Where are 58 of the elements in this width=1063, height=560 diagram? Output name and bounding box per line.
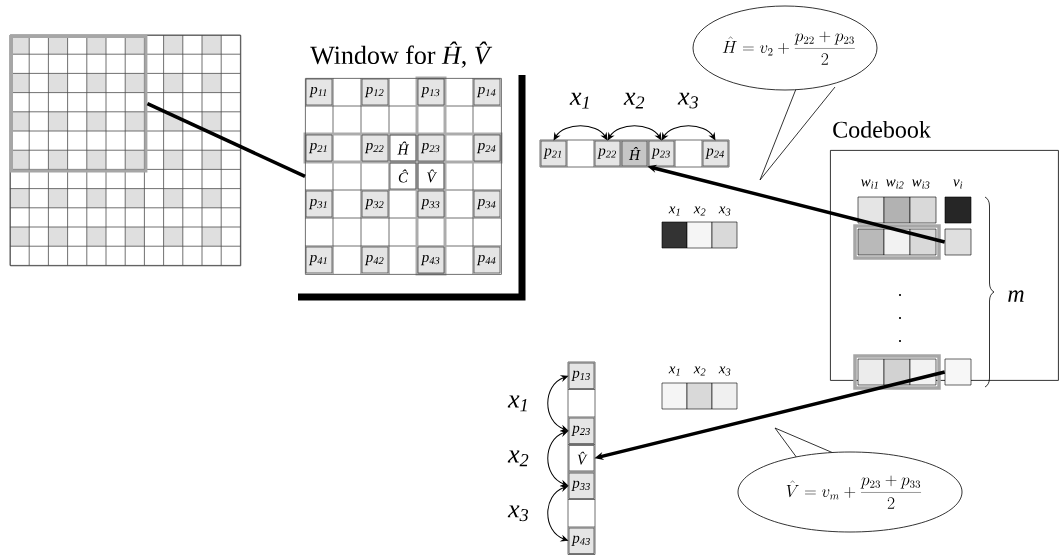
pixel-cell: p$_{13}$ — [417, 78, 445, 106]
pixel-cell: p$_{34}$ — [473, 190, 501, 218]
edge-label: x$_{3}$ — [507, 505, 529, 522]
arrow — [547, 430, 568, 487]
vector-label: x$_{3}$ — [718, 366, 731, 376]
window-outline — [10, 35, 148, 173]
pixel-cell: p$_{33}$ — [568, 472, 595, 499]
pixel-cell: p$_{21}$ — [305, 134, 333, 162]
vector-label: x$_{3}$ — [718, 206, 731, 216]
pixel-cell: p$_{43}$ — [568, 527, 595, 554]
column-header: w$_{i3}$ — [912, 179, 930, 189]
vector-label: x$_{1}$ — [668, 366, 680, 376]
pixel-cell: p$_{23}$ — [417, 134, 445, 162]
pixel-cell: V̂ — [417, 162, 445, 190]
pixel-cell: p$_{22}$ — [361, 134, 389, 162]
pixel-cell: Ĥ — [621, 140, 648, 167]
codebook-title: Codebook — [833, 120, 931, 138]
pixel-cell: p$_{11}$ — [305, 78, 333, 106]
pixel-cell: p$_{12}$ — [361, 78, 389, 106]
edge-label: x$_{3}$ — [677, 92, 698, 109]
pixel-cell: p$_{44}$ — [473, 246, 501, 274]
brace-label: m — [1008, 290, 1024, 302]
column-header: v$_{i}$ — [953, 179, 963, 189]
column-header: w$_{i2}$ — [886, 179, 904, 189]
edge-label: x$_{1}$ — [507, 395, 527, 412]
pixel-cell: p$_{22}$ — [594, 140, 621, 167]
pixel-grid — [9, 34, 242, 267]
pixel-cell: p$_{23}$ — [568, 417, 595, 444]
pixel-cell: p$_{21}$ — [540, 140, 567, 167]
pixel-cell: p$_{43}$ — [417, 246, 445, 274]
vector-label: x$_{1}$ — [668, 206, 680, 216]
vector-label: x$_{2}$ — [693, 206, 706, 216]
codeword-cell — [944, 358, 972, 386]
arrow — [661, 125, 716, 140]
column-header: w$_{i1}$ — [861, 179, 878, 189]
vector-label: x$_{2}$ — [693, 366, 706, 376]
edge-label: x$_{2}$ — [623, 92, 645, 109]
pixel-cell: p$_{14}$ — [473, 78, 501, 106]
window-title: Window for Ĥ, V̂ — [310, 41, 493, 68]
pixel-cell: p$_{41}$ — [305, 246, 333, 274]
edge-label: x$_{2}$ — [507, 450, 529, 467]
codeword-cell — [944, 228, 972, 256]
pixel-cell: p$_{24}$ — [702, 140, 729, 167]
pixel-cell: p$_{42}$ — [361, 246, 389, 274]
edge-label: x$_{1}$ — [569, 92, 589, 109]
pixel-cell: p$_{31}$ — [305, 190, 333, 218]
pixel-cell: p$_{23}$ — [648, 140, 675, 167]
pixel-cell: p$_{13}$ — [568, 362, 595, 389]
arrow — [553, 125, 608, 140]
pixel-cell: V̂ — [568, 445, 595, 472]
pixel-cell: Ĉ — [389, 162, 417, 190]
pixel-cell: p$_{24}$ — [473, 134, 501, 162]
arrow — [607, 125, 662, 140]
pixel-cell: p$_{33}$ — [417, 190, 445, 218]
arrow — [547, 375, 568, 432]
arrow — [547, 485, 568, 542]
pixel-cell: p$_{32}$ — [361, 190, 389, 218]
pixel-cell: Ĥ — [389, 134, 417, 162]
